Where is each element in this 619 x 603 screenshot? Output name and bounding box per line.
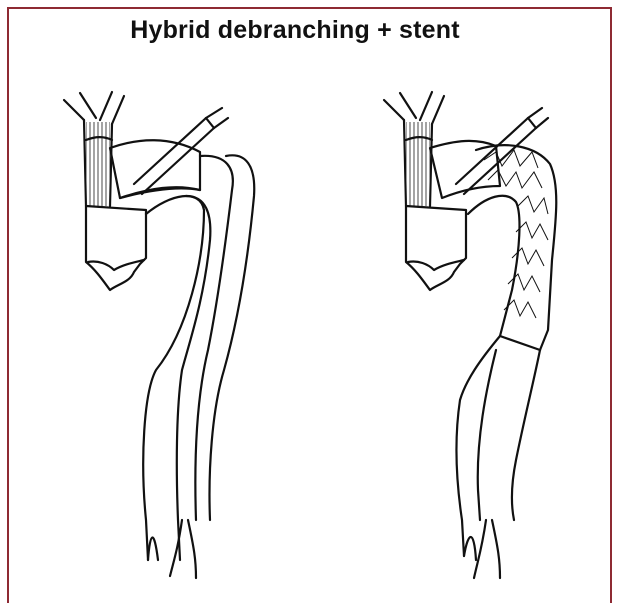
right-ascending-aorta: [406, 206, 466, 290]
right-descending-aorta: [456, 336, 540, 578]
left-bypass-graft-limbs: [64, 92, 124, 206]
right-stent-graft: [468, 145, 556, 350]
right-bypass-graft-limbs: [384, 92, 444, 206]
left-ascending-aorta: [86, 206, 146, 290]
left-illustration-debranching: [64, 92, 254, 578]
left-aortic-arch-graft: [110, 140, 200, 198]
right-illustration-stent: [384, 92, 556, 578]
left-descending-aorta: [143, 155, 254, 578]
left-side-branch-grafts: [134, 108, 228, 194]
